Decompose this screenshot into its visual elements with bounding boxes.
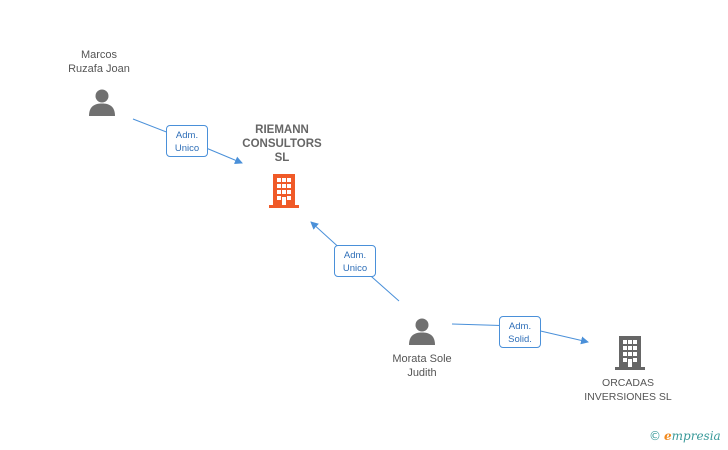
company-name-line3: SL [274, 152, 290, 164]
company-name-line1: RIEMANN [255, 124, 309, 136]
company-node-riemann-label: RIEMANN CONSULTORS SL [232, 123, 332, 165]
person-name-line1: Morata Sole [392, 353, 452, 365]
relation-line2: Unico [174, 143, 200, 154]
person-name-line2: Ruzafa Joan [68, 63, 130, 75]
brand-logo-letter: e [664, 429, 672, 443]
relation-label-morata-orcadas[interactable]: Adm. Solid. [499, 316, 541, 348]
person-node-marcos-label: Marcos Ruzafa Joan [52, 48, 146, 76]
company-node-orcadas-label: ORCADAS INVERSIONES SL [572, 376, 684, 404]
person-node-morata-label: Morata Sole Judith [372, 352, 472, 380]
relation-label-morata-riemann[interactable]: Adm. Unico [334, 245, 376, 277]
company-name-line2: INVERSIONES SL [584, 391, 672, 403]
relation-line2: Unico [342, 263, 368, 274]
person-icon[interactable] [407, 316, 437, 346]
relation-line1: Adm. [343, 250, 367, 261]
relation-line1: Adm. [175, 130, 199, 141]
person-name-line2: Judith [407, 367, 437, 379]
brand-logo-text: mpresia [671, 429, 721, 443]
person-icon[interactable] [87, 87, 117, 117]
building-icon[interactable] [614, 335, 646, 371]
relation-line1: Adm. [508, 321, 532, 332]
company-name-line1: ORCADAS [602, 377, 654, 389]
person-name-line1: Marcos [80, 49, 118, 61]
relation-line2: Solid. [508, 334, 532, 345]
company-name-line2: CONSULTORS [242, 138, 322, 150]
relation-label-marcos-riemann[interactable]: Adm. Unico [166, 125, 208, 157]
building-icon[interactable] [268, 173, 300, 209]
copyright-icon: © [649, 429, 661, 443]
brand-footer[interactable]: ©empresia [649, 429, 721, 443]
